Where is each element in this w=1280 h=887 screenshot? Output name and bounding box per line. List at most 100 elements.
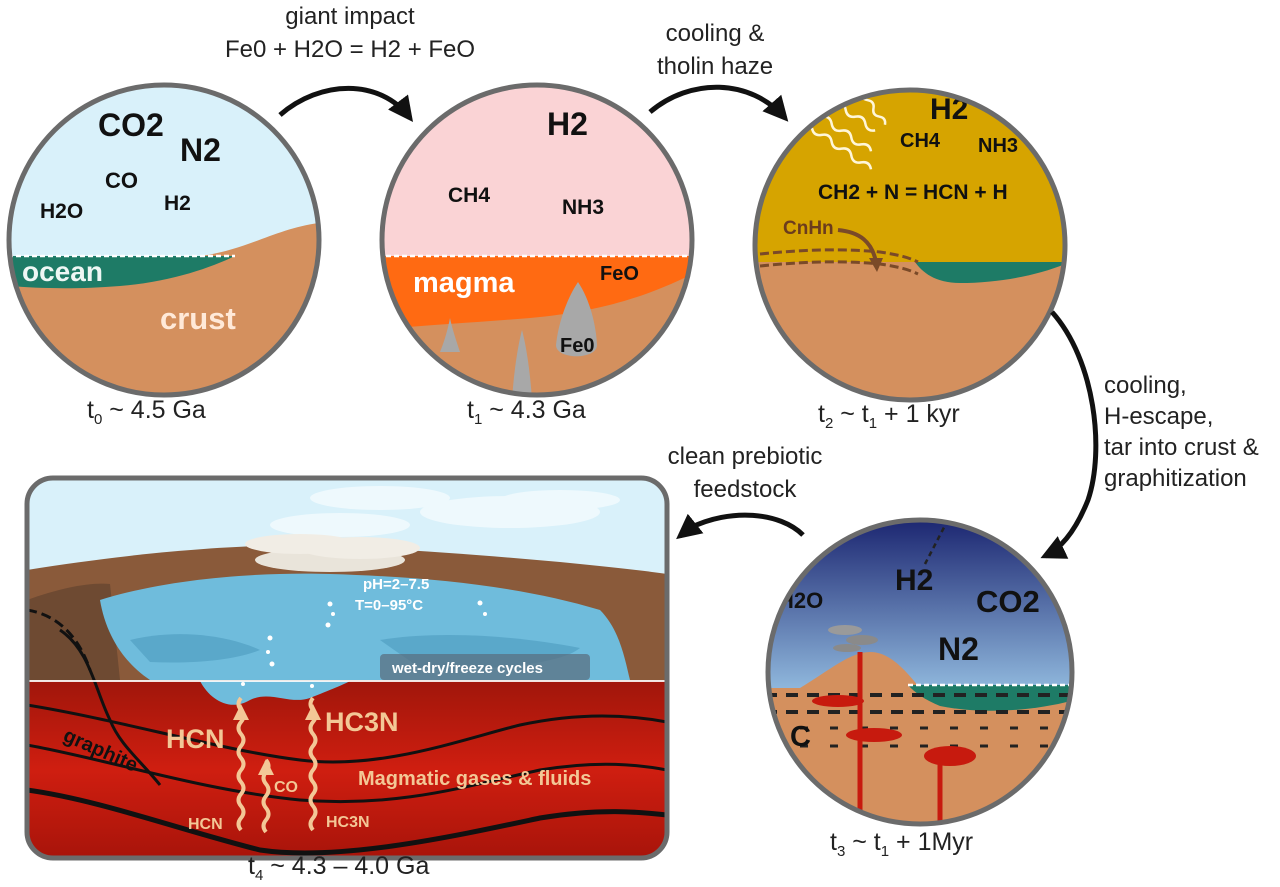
escape-line1: cooling,	[1104, 372, 1187, 399]
t4-bubble	[310, 684, 314, 688]
t4-graphite-vein-3	[27, 787, 667, 856]
t1-gas-h2: H2	[547, 106, 588, 142]
t3-circle-border	[765, 517, 1075, 827]
t0-ocean-label: ocean	[22, 256, 103, 287]
t0-gas-h2: H2	[164, 192, 191, 215]
t2-tar-label: CnHn	[783, 218, 834, 239]
t4-hc3n-column	[308, 696, 318, 832]
escape-label: cooling, H-escape, tar into crust & grap…	[1104, 370, 1278, 494]
cooling-haze-line1: cooling &	[665, 20, 765, 47]
t3-gas-co2: CO2	[976, 584, 1040, 619]
t4-bubble	[331, 612, 335, 616]
t4-bubble	[241, 682, 245, 686]
t2-tar-arrowhead	[869, 258, 883, 272]
t4-ph-label: pH=2–7.5	[363, 576, 429, 593]
t4-magmatic-label: Magmatic gases & fluids	[358, 768, 591, 790]
t0-circle-border	[6, 82, 322, 398]
escape-line4: graphitization	[1104, 465, 1247, 492]
escape-line2: H-escape,	[1104, 403, 1214, 430]
t3-plume-3	[833, 644, 861, 652]
cooling-haze-line2: tholin haze	[656, 53, 774, 80]
t1-circle-border	[379, 82, 695, 398]
t3-gas-n2: N2	[938, 631, 979, 667]
escape-line3: tar into crust &	[1104, 434, 1259, 461]
t4-bubble	[477, 600, 483, 606]
t0-crust-label: crust	[160, 301, 236, 336]
t2-circle-border	[752, 87, 1068, 403]
t4-hc3n-arrowhead	[305, 704, 321, 720]
t4-rim-edge	[27, 608, 92, 671]
t3-ocean	[908, 685, 1072, 711]
t4-cloud-4	[500, 490, 620, 510]
t4-graphite-vein-1	[27, 703, 667, 764]
feedstock-line2: feedstock	[693, 476, 797, 503]
stage-t0-circle: CO2 N2 CO H2O H2 ocean crust	[6, 82, 322, 398]
impact-line2: Fe0 + H2O = H2 + FeO	[224, 36, 476, 63]
t4-hc3n-small: HC3N	[326, 814, 370, 831]
t4-co-label: CO	[274, 779, 298, 796]
feedstock-line1: clean prebiotic	[667, 443, 823, 470]
t3-escape-arrowhead	[946, 503, 956, 516]
stage-t4-panel: pH=2–7.5 T=0–95°C wet-dry/freeze cycles …	[24, 475, 670, 861]
t2-gas-ch4: CH4	[900, 130, 941, 152]
t4-pond-shade-1	[130, 634, 260, 663]
t3-plume-1	[828, 625, 862, 635]
t2-reaction: CH2 + N = HCN + H	[818, 181, 1008, 204]
t2-hv-label: hv	[895, 77, 915, 96]
t4-cloud-1	[310, 486, 450, 510]
t1-iron-droplet-3	[556, 282, 597, 357]
t1-gas-ch4: CH4	[448, 184, 490, 207]
t0-ocean	[9, 256, 235, 289]
t0-gas-h2o: H2O	[40, 200, 83, 223]
t4-bubble	[266, 650, 270, 654]
t4-bubble	[483, 612, 487, 616]
t1-iron-droplet-1	[512, 330, 532, 395]
t2-tar-layer-1	[759, 248, 919, 264]
impact-label: giant impact Fe0 + H2O = H2 + FeO	[200, 0, 500, 66]
stage-t1-circle: H2 CH4 NH3 magma FeO Fe0	[379, 82, 695, 398]
arrow-cooling-haze	[648, 84, 789, 122]
t4-hcn-small: HCN	[188, 816, 223, 833]
t4-steam-3	[300, 537, 420, 559]
t4-hcn-arrowhead	[233, 704, 249, 720]
t4-bubble	[327, 601, 333, 607]
t2-caption: t2 ~ t1 + 1 kyr	[818, 400, 960, 432]
t3-carbon-label: C	[790, 721, 811, 753]
t0-caption: t0 ~ 4.5 Ga	[87, 396, 206, 428]
t1-feo-label: FeO	[600, 263, 639, 285]
t4-fault	[59, 628, 162, 786]
t4-co-arrowhead	[258, 759, 274, 775]
t3-plume-2	[846, 635, 878, 645]
t1-gas-nh3: NH3	[562, 196, 604, 219]
t0-gas-co2: CO2	[98, 107, 164, 143]
t3-sill-1	[812, 695, 864, 707]
t4-bubble	[269, 661, 275, 667]
arrow-feedstock	[676, 512, 805, 540]
t2-photon-2	[810, 127, 873, 170]
t3-caption: t3 ~ t1 + 1Myr	[830, 828, 974, 860]
t4-hcn-column	[236, 696, 246, 832]
arrow-escape	[1040, 310, 1099, 559]
t4-caption: t4 ~ 4.3 – 4.0 Ga	[248, 852, 430, 884]
t4-hc3n-big: HC3N	[325, 707, 399, 737]
t4-hcn-big: HCN	[166, 724, 225, 754]
t3-sill-2	[846, 728, 902, 742]
impact-line1: giant impact	[285, 3, 415, 30]
t1-magma-label: magma	[413, 267, 515, 299]
t0-gas-co: CO	[105, 168, 138, 193]
t4-bubble	[325, 622, 331, 628]
t2-gas-nh3: NH3	[978, 135, 1018, 157]
t0-gas-n2: N2	[180, 132, 221, 168]
t4-bubble	[267, 635, 273, 641]
t1-caption: t1 ~ 4.3 Ga	[467, 396, 586, 428]
t4-cycles-band	[380, 654, 590, 680]
cooling-haze-label: cooling & tholin haze	[615, 17, 815, 83]
t4-rim-left	[27, 583, 120, 680]
t2-tar-arrow	[837, 228, 878, 263]
t3-sill-3	[924, 746, 976, 766]
t2-crust	[755, 262, 1065, 400]
t1-iron-droplet-2	[440, 318, 460, 352]
t4-panel-border	[24, 475, 670, 861]
